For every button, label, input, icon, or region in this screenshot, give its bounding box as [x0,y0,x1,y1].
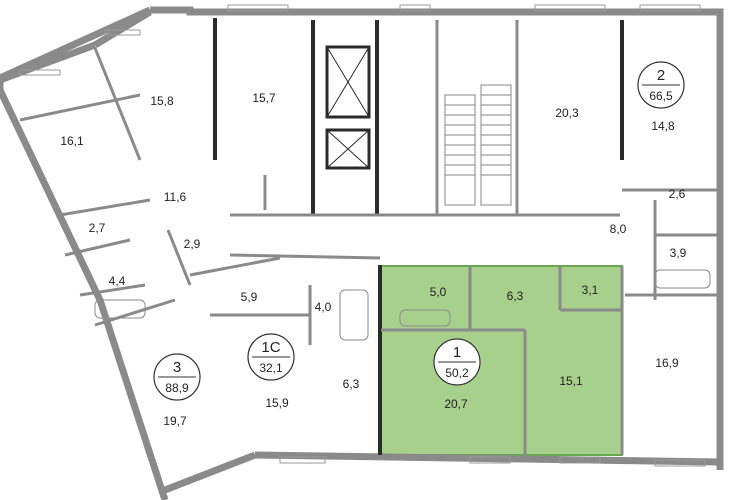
outer-walls [0,6,724,500]
staircase [444,84,512,206]
room-area-label: 8,0 [610,222,627,236]
room-area-label: 20,3 [555,106,579,120]
room-area-label: 2,9 [184,237,201,251]
apartment-badge-1[interactable]: 1 50,2 [433,338,481,386]
apartment-badge-1c[interactable]: 1С 32,1 [247,333,295,381]
room-area-label: 6,3 [507,289,524,303]
apartment-1-area: 50,2 [445,366,469,380]
elevator-shafts [325,45,371,170]
room-area-label: 16,9 [655,356,679,370]
apartment-badge-2[interactable]: 2 66,5 [637,61,685,109]
room-area-label: 3,1 [582,283,599,297]
apartment-3-number: 3 [173,359,181,376]
room-area-label: 16,1 [60,134,84,148]
apartment-1c-area: 32,1 [259,361,283,375]
room-area-label: 11,6 [164,190,187,204]
room-area-label: 3,9 [670,246,687,260]
apartment-1-number: 1 [453,344,461,361]
room-area-label: 15,7 [252,91,276,105]
apartment-badge-3[interactable]: 3 88,9 [153,353,201,401]
room-area-label: 15,1 [559,374,583,388]
interior-walls [19,18,720,455]
room-labels: 16,1 15,8 15,7 20,3 14,8 2,7 11,6 2,9 4,… [60,91,686,428]
room-area-label: 14,8 [651,119,675,133]
room-area-label: 2,6 [669,187,686,201]
room-area-label: 15,8 [150,94,174,108]
bathtubs [94,269,711,341]
room-area-label: 5,0 [430,285,447,299]
room-area-label: 4,4 [109,274,126,288]
apartment-2-number: 2 [657,67,665,84]
room-area-label: 2,7 [89,221,106,235]
room-area-label: 5,9 [241,290,258,304]
room-area-label: 4,0 [315,300,332,314]
room-area-label: 15,9 [265,396,289,410]
apartment-3-area: 88,9 [165,381,189,395]
windows [19,4,706,467]
apartment-1c-number: 1С [261,339,280,356]
room-area-label: 19,7 [163,414,187,428]
room-area-label: 20,7 [444,397,468,411]
apartment-2-area: 66,5 [649,89,673,103]
room-area-label: 6,3 [343,377,360,391]
